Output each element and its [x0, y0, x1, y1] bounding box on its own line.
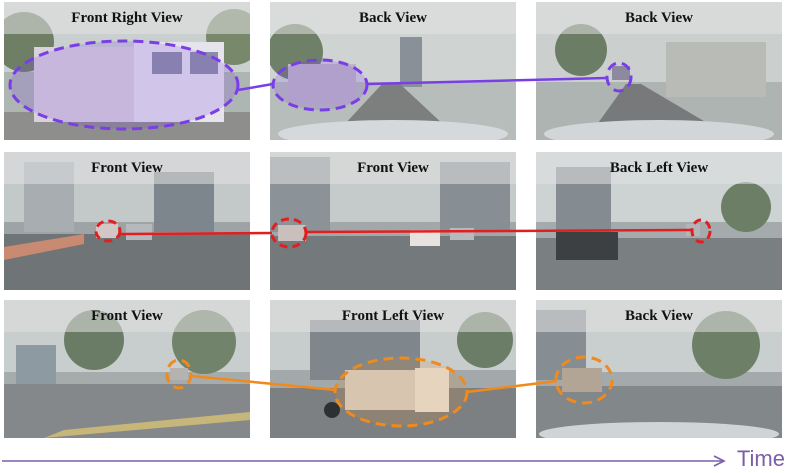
view-label: Front Left View	[270, 300, 516, 332]
view-label: Back View	[536, 2, 782, 34]
time-axis-label: Time	[736, 446, 785, 471]
time-axis	[2, 455, 726, 467]
view-label: Back View	[536, 300, 782, 332]
view-label: Back View	[270, 2, 516, 34]
panel-row1-col2: Back View	[270, 2, 516, 140]
view-label: Front View	[4, 152, 250, 184]
panel-row3-col2: Front Left View	[270, 300, 516, 438]
panel-row3-col1: Front View	[4, 300, 250, 438]
panel-row2-col1: Front View	[4, 152, 250, 290]
view-label: Front Right View	[4, 2, 250, 34]
view-label: Front View	[4, 300, 250, 332]
panel-row3-col3: Back View	[536, 300, 782, 438]
panel-row1-col1: Front Right View	[4, 2, 250, 140]
panel-row2-col3: Back Left View	[536, 152, 782, 290]
view-label: Back Left View	[536, 152, 782, 184]
panel-row1-col3: Back View	[536, 2, 782, 140]
panel-row2-col2: Front View	[270, 152, 516, 290]
view-label: Front View	[270, 152, 516, 184]
